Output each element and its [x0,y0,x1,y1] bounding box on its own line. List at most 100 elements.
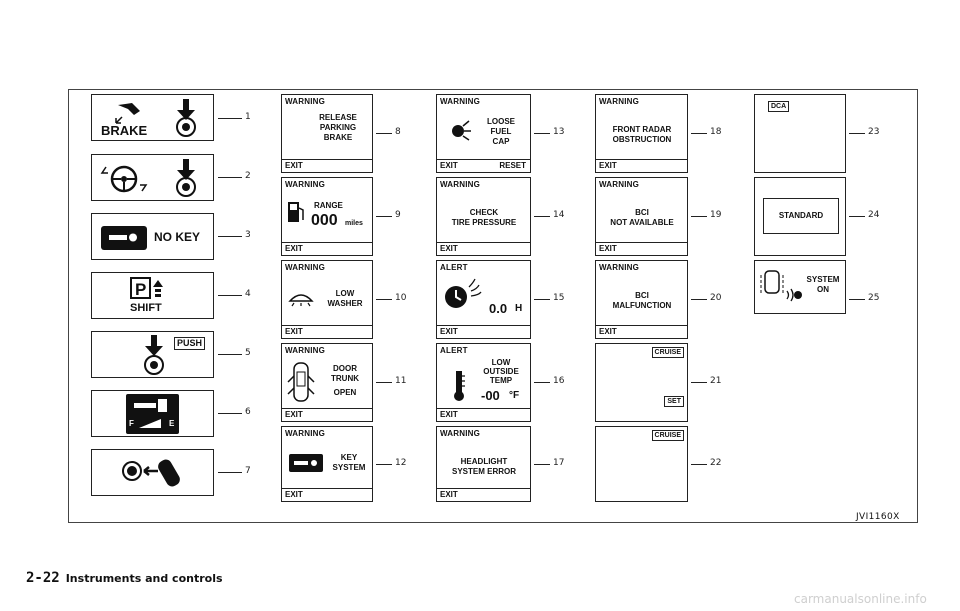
temp-value: -00 [481,388,500,403]
message-line: HEADLIGHT [460,457,508,466]
steering-wheel-icon [100,165,148,193]
fuel-full-label: E [169,419,175,428]
warning-header: WARNING [440,429,481,438]
leader-line [849,133,865,134]
exit-label: EXIT [285,490,303,499]
park-position-icon: P [130,277,163,299]
exit-bar: EXIT [282,325,372,338]
warning-check-tire-pressure: WARNING CHECK TIRE PRESSURE EXIT [436,177,531,256]
callout-number: 18 [710,127,722,137]
range-value: 000 [311,212,338,229]
exit-label: EXIT [599,244,617,253]
key-icon [289,454,323,472]
fuel-cap-icon [452,120,471,141]
figure-code: JVI1160X [856,512,900,522]
range-label: RANGE [314,201,343,210]
exit-label: EXIT [599,161,617,170]
exit-label: EXIT [599,327,617,336]
callout-number: 4 [245,289,251,299]
exit-bar: EXIT [596,242,687,255]
message-line: LOOSE [486,117,515,126]
warning-header: WARNING [599,180,640,189]
warning-header: WARNING [599,97,640,106]
warning-header: WARNING [440,97,481,106]
exit-bar: EXIT [596,159,687,172]
warning-headlight-system-error: WARNING HEADLIGHT SYSTEM ERROR EXIT [436,426,531,502]
section-title: Instruments and controls [65,572,223,585]
message-line: PARKING [319,123,357,132]
leader-line [534,299,550,300]
leader-line [218,177,242,178]
message-line: ON [817,285,829,294]
callout-number: 6 [245,407,251,417]
exit-bar: EXIT [282,242,372,255]
exit-label: EXIT [440,244,458,253]
battery-level-icon [139,419,161,428]
alert-low-outside-temp: ALERT LOW OUTSIDE TEMP -00 °F EXIT [436,343,531,422]
exit-label: EXIT [285,410,303,419]
callout-number: 22 [710,458,722,468]
alert-header: ALERT [440,263,468,272]
watermark: carmanualsonline.info [794,592,927,606]
leader-line [691,382,707,383]
message-line: OPEN [333,388,357,397]
exit-bar: EXIT RESET [437,159,530,172]
key-icon [101,226,147,250]
message-line: TIRE PRESSURE [451,218,517,227]
set-indicator: SET [664,396,684,407]
indicator-shift-park-panel: P SHIFT [91,272,214,319]
leader-line [691,216,707,217]
warning-message: HEADLIGHT SYSTEM ERROR [439,457,529,477]
leader-line [534,216,550,217]
warning-message: BCI MALFUNCTION [598,291,686,311]
message-line: DOOR [333,364,357,373]
message-line: SYSTEM ERROR [451,467,516,476]
exit-bar: EXIT [437,488,530,501]
message-line: NOT AVAILABLE [610,218,674,227]
callout-number: 14 [553,210,565,220]
warning-release-parking-brake: WARNING RELEASE PARKING BRAKE EXIT [281,94,373,173]
temp-unit: °F [509,390,520,401]
washer-fluid-icon [288,294,314,307]
callout-number: 9 [395,210,401,220]
leader-line [849,216,865,217]
push-label: PUSH [174,337,206,350]
message-line: OBSTRUCTION [612,135,672,144]
warning-door-trunk-open: WARNING DOOR TRUNK OPEN EXIT [281,343,373,422]
warning-bci-not-available: WARNING BCI NOT AVAILABLE EXIT [595,177,688,256]
lane-assist-car-icon [760,270,802,302]
message-line: BCI [635,291,649,300]
leader-line [218,295,242,296]
message-line: TRUNK [331,374,359,383]
callout-number: 10 [395,293,407,303]
cruise-indicator: CRUISE [651,347,684,358]
exit-bar: EXIT [437,408,530,421]
leader-line [218,354,242,355]
exit-label: EXIT [285,244,303,253]
leader-line [691,133,707,134]
leader-line [849,299,865,300]
callout-number: 19 [710,210,722,220]
leader-line [534,382,550,383]
message-line: KEY [340,453,358,462]
indicator-brake-panel: BRAKE [91,94,214,141]
exit-bar: EXIT [596,325,687,338]
message-line: SYSTEM [806,275,840,284]
system-on-panel: SYSTEM ON [754,260,846,314]
callout-number: 7 [245,466,251,476]
leader-line [534,133,550,134]
clock-alert-icon [445,278,482,308]
message-line: TEMP [489,376,513,385]
callout-number: 13 [553,127,565,137]
exit-label: EXIT [440,410,458,419]
callout-number: 15 [553,293,565,303]
message-line: BCI [635,208,649,217]
leader-line [218,236,242,237]
dca-panel: DCA [754,94,846,173]
alert-message: LOW OUTSIDE TEMP [475,358,527,385]
warning-message: CHECK TIRE PRESSURE [439,208,529,228]
message-line: BRAKE [323,133,353,142]
callout-number: 17 [553,458,565,468]
exit-bar: EXIT [282,488,372,501]
